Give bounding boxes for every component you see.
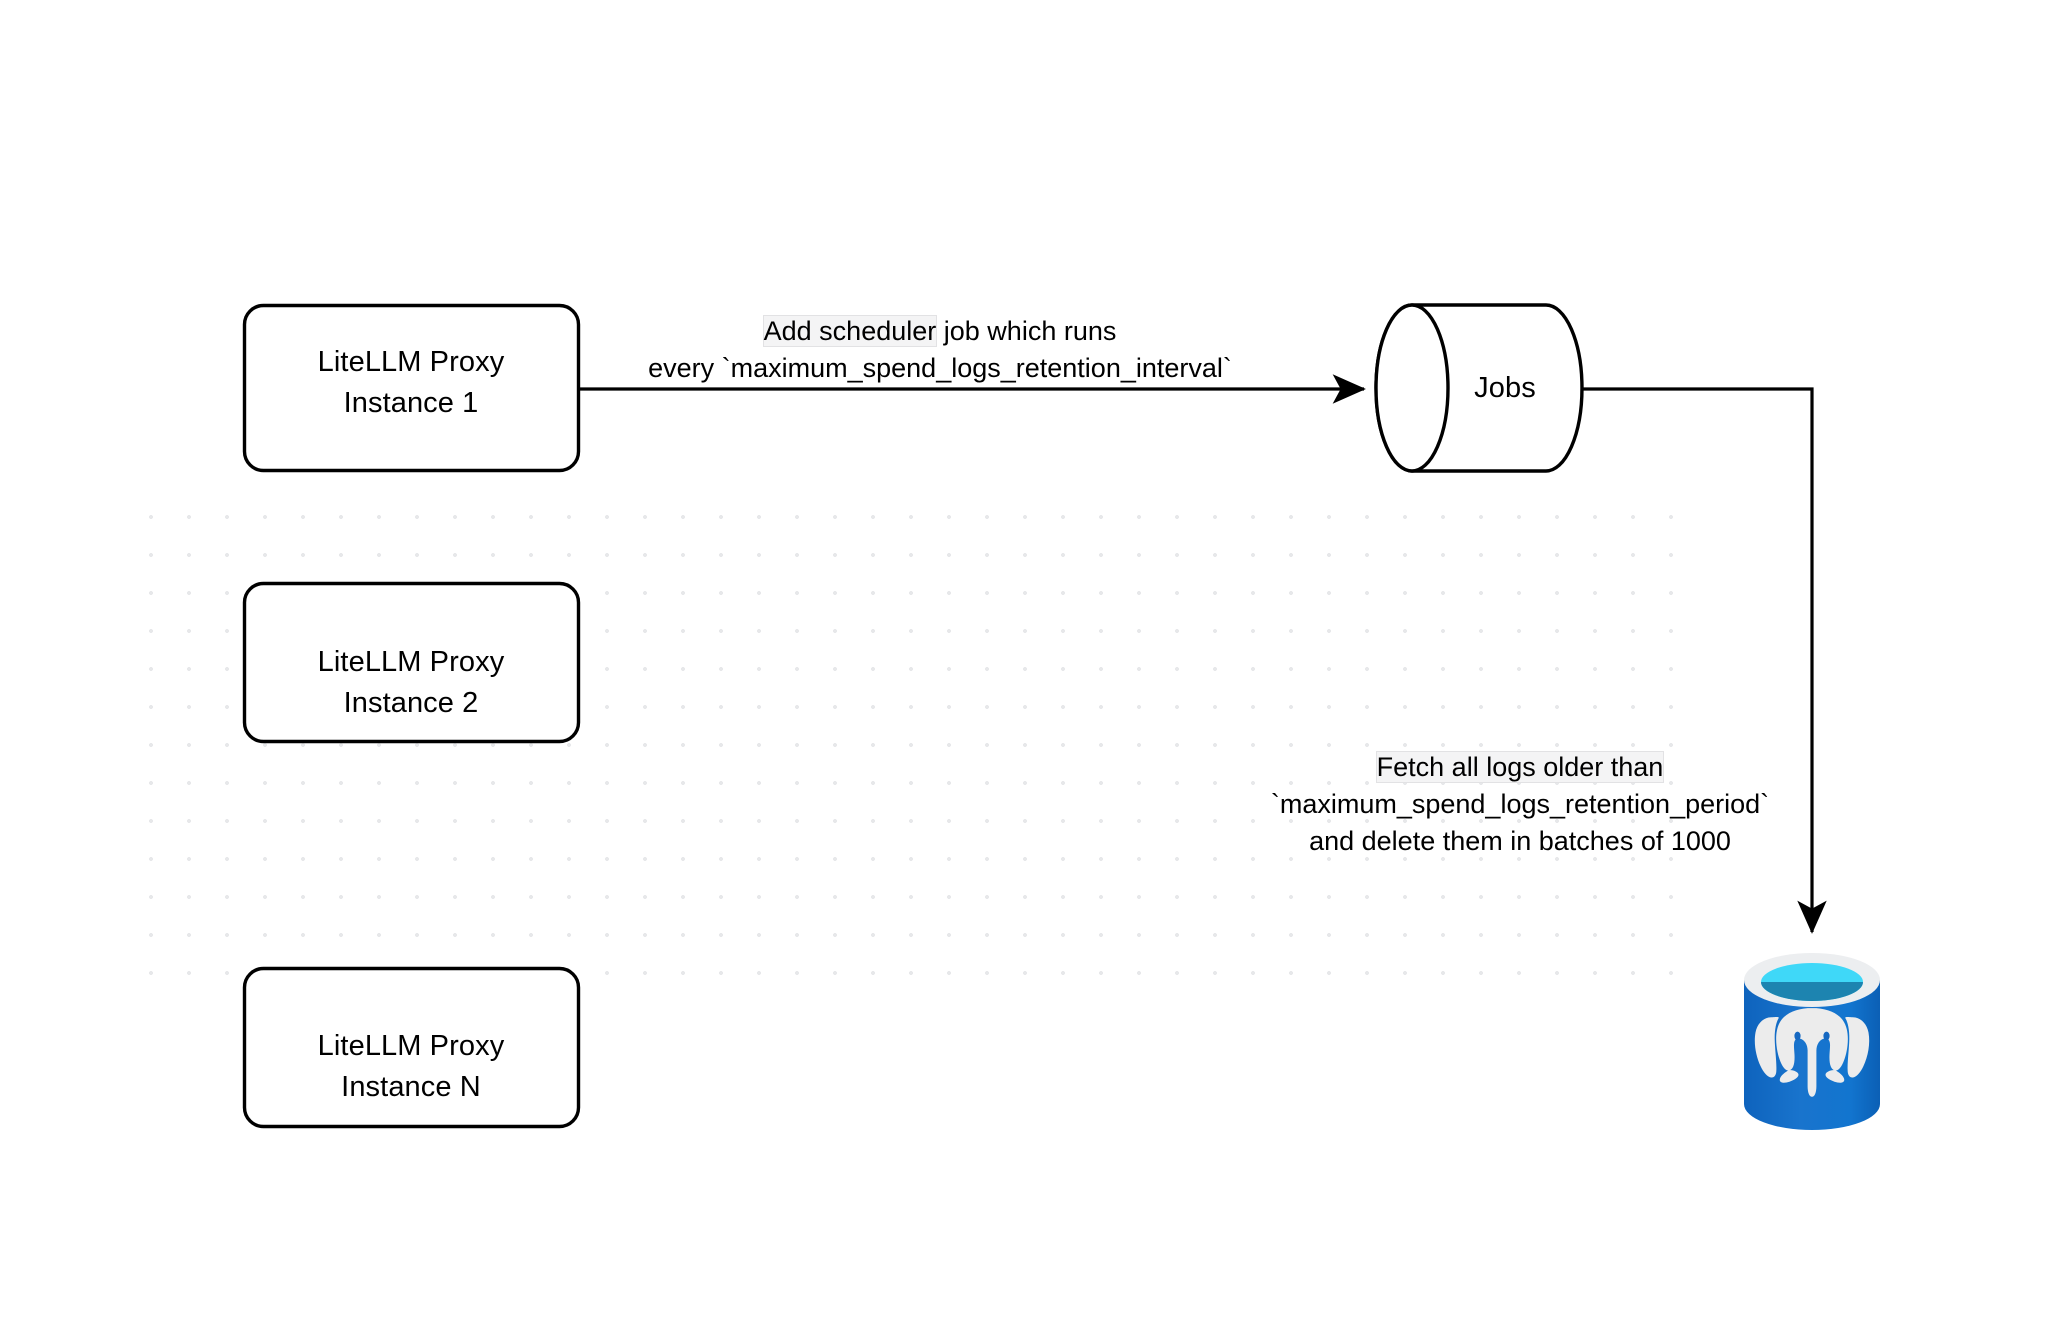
node-jobs-queue[interactable] [1374, 303, 1584, 473]
postgres-database-icon[interactable] [1744, 953, 1880, 1130]
node-proxy-instance-n[interactable] [242, 966, 581, 1129]
node-proxy-instance-1[interactable] [242, 303, 581, 473]
postgres-elephant-logo [1754, 1008, 1870, 1097]
edge-proxy-to-jobs-label-highlight: Add scheduler [763, 316, 937, 346]
postgres-elephant-eyes [1794, 1031, 1830, 1041]
edge-proxy-to-jobs-label: Add scheduler job which runs every `maxi… [560, 313, 1320, 387]
edge-jobs-to-postgres-label-line1: Fetch all logs older than [1190, 749, 1850, 786]
edge-jobs-to-postgres-label: Fetch all logs older than `maximum_spend… [1190, 749, 1850, 860]
edge-proxy-to-jobs-label-line1: Add scheduler job which runs [560, 313, 1320, 350]
edge-jobs-to-postgres-label-line3: and delete them in batches of 1000 [1309, 826, 1731, 856]
edge-jobs-to-postgres-label-line2: `maximum_spend_logs_retention_period` [1270, 789, 1770, 819]
edge-proxy-to-jobs-label-line2: every `maximum_spend_logs_retention_inte… [648, 353, 1232, 383]
edge-jobs-to-postgres [1583, 387, 1827, 934]
node-proxy-instance-2[interactable] [242, 581, 581, 744]
edge-jobs-to-postgres-label-highlight: Fetch all logs older than [1376, 752, 1664, 782]
edge-proxy-to-jobs-label-line1-rest: job which runs [936, 316, 1117, 346]
